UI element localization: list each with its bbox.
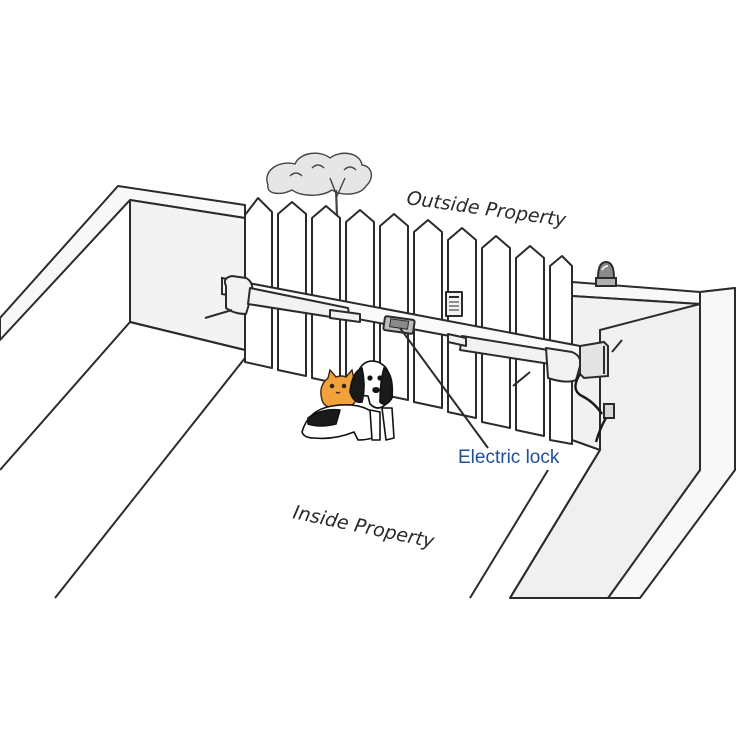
lock-leader-line bbox=[399, 327, 489, 449]
right-gate-opener bbox=[447, 333, 582, 387]
electric-lock-label: Electric lock bbox=[458, 447, 560, 468]
driveway bbox=[54, 357, 549, 599]
electric-lock-device bbox=[382, 315, 416, 335]
right-wall bbox=[509, 281, 736, 599]
dog bbox=[301, 360, 395, 441]
left-wall bbox=[0, 185, 246, 471]
warning-light bbox=[595, 260, 617, 287]
inside-property-label: Inside Property bbox=[291, 501, 437, 553]
left-gate-opener bbox=[204, 275, 361, 323]
gate-pickets bbox=[244, 197, 573, 445]
control-box bbox=[574, 339, 623, 443]
tree bbox=[266, 152, 373, 241]
